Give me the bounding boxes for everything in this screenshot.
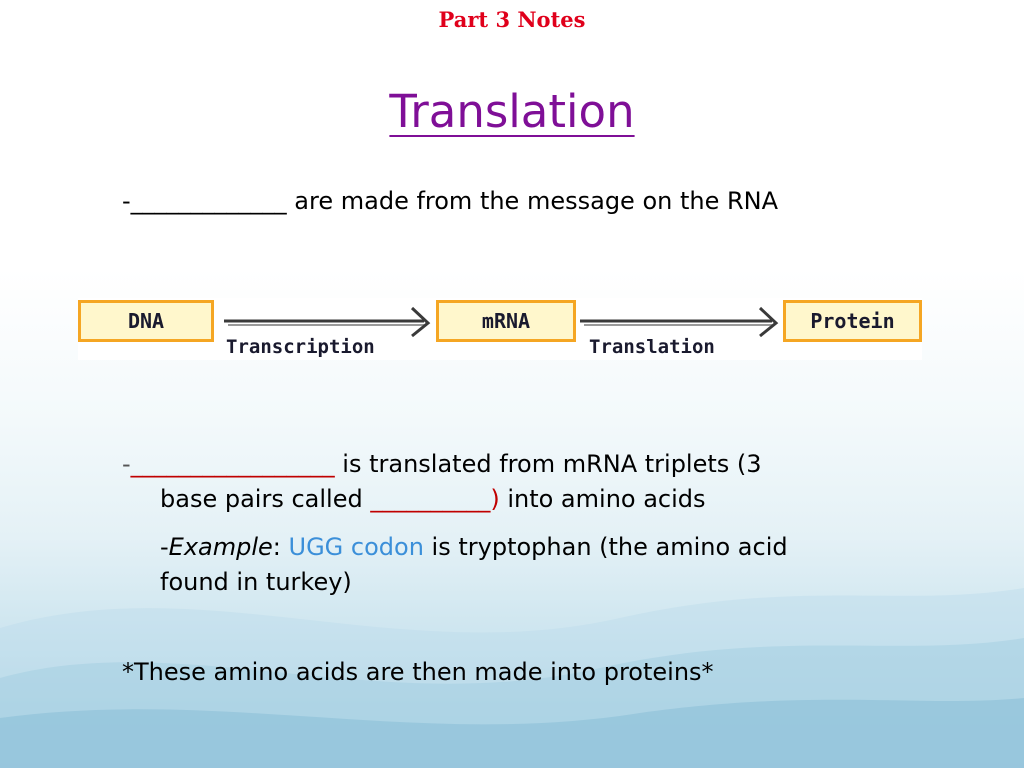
fill-in-blank: _________________ [130, 450, 335, 478]
fill-in-blank: _____________ [130, 187, 287, 215]
mrna-box: mRNA [436, 300, 576, 342]
bullet-text: is translated from mRNA triplets (3 [334, 450, 762, 478]
bullet-proteins: -_____________ are made from the message… [122, 184, 778, 219]
bullet-codons: -_________________ is translated from mR… [122, 447, 762, 517]
translation-label: Translation [589, 336, 715, 358]
fill-in-blank: __________) [370, 485, 500, 513]
bullet-text: into amino acids [499, 485, 706, 513]
example-prefix: - [160, 533, 169, 561]
example-line: -Example: UGG codon is tryptophan (the a… [160, 530, 788, 600]
bullet-text: base pairs called [160, 485, 371, 513]
example-label: Example [168, 533, 273, 561]
arrow-icon [224, 306, 431, 338]
bullet-prefix: - [122, 450, 131, 478]
transcription-label: Transcription [226, 336, 375, 358]
bullet-continuation: base pairs called __________) into amino… [122, 482, 762, 517]
page-title: Translation [0, 85, 1024, 138]
arrow-icon [580, 306, 779, 338]
codon-highlight: UGG codon [288, 533, 424, 561]
bullet-prefix: - [122, 187, 131, 215]
example-text-continued: found in turkey) [160, 568, 352, 596]
example-text: is tryptophan (the amino acid [423, 533, 788, 561]
bullet-text: are made from the message on the RNA [286, 187, 779, 215]
protein-box: Protein [783, 300, 922, 342]
header-note: Part 3 Notes [438, 7, 586, 32]
title-text: Translation [389, 85, 635, 138]
central-dogma-diagram: DNA Transcription mRNA Translation Prote… [78, 298, 922, 360]
dna-box: DNA [78, 300, 214, 342]
example-colon: : [272, 533, 289, 561]
closing-statement: *These amino acids are then made into pr… [122, 658, 714, 686]
